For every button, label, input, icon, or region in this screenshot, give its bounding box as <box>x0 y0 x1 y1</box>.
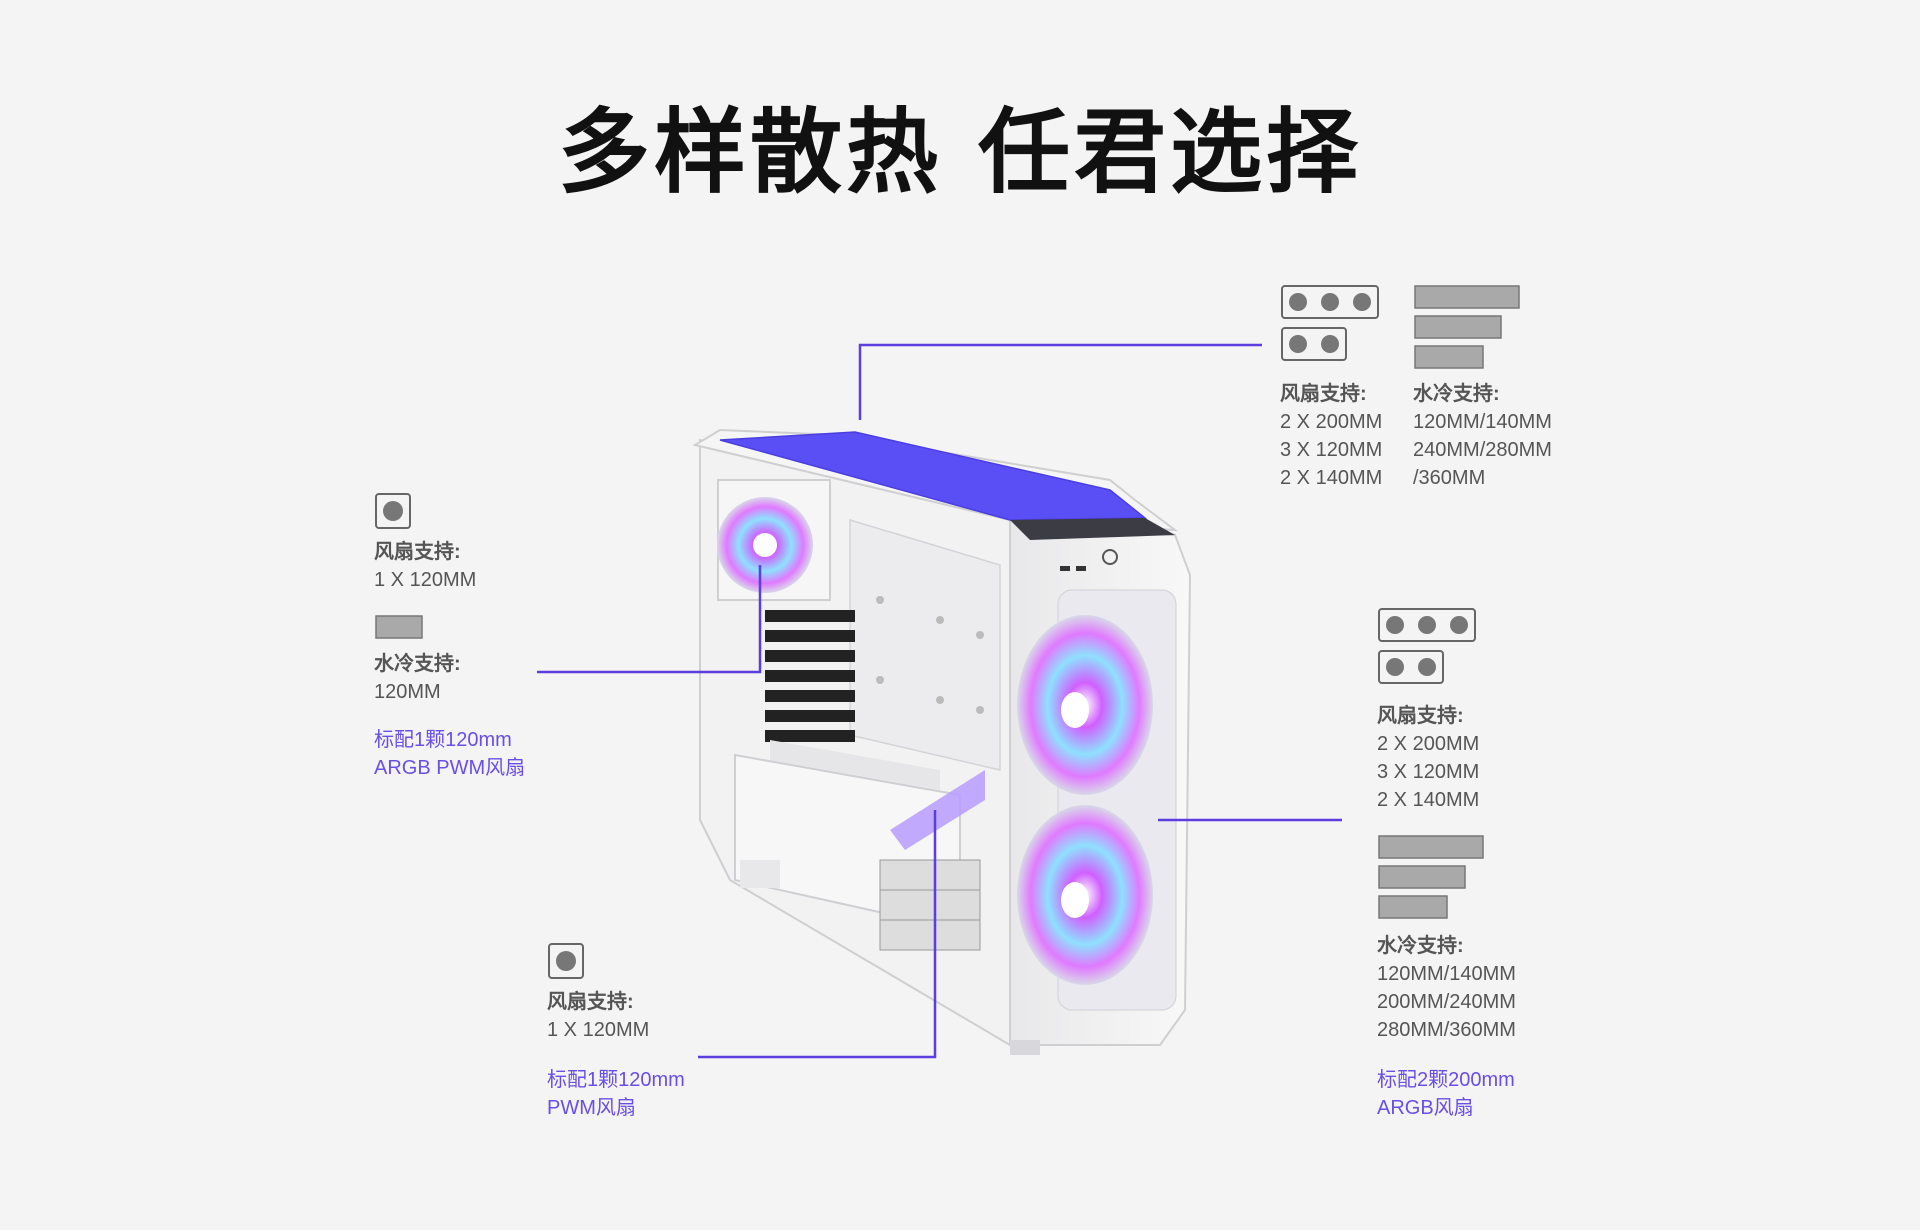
front-water-spec: 120MM/140MM <box>1377 963 1516 985</box>
page-title: 多样散热 任君选择 <box>557 99 1363 206</box>
rear-radiator-icon <box>374 614 424 640</box>
rear-included-fan: 标配1颗120mm ARGB PWM风扇 <box>374 726 525 782</box>
front-included-fans: 标配2颗200mm ARGB风扇 <box>1377 1066 1515 1122</box>
top-water-spec: 120MM/140MM <box>1413 411 1552 433</box>
top-radiator-area <box>719 431 1148 521</box>
front-fan-support: 风扇支持: 2 X 200MM 3 X 120MM 2 X 140MM <box>1377 702 1479 814</box>
callout-line-top <box>858 343 1262 420</box>
rear-fan-support: 风扇支持: 1 X 120MM <box>374 538 476 594</box>
front-water-spec: 280MM/360MM <box>1377 1019 1516 1041</box>
front-fan-label: 风扇支持: <box>1377 705 1464 727</box>
top-radiator-icons <box>1413 284 1523 378</box>
rear-fan-label: 风扇支持: <box>374 541 461 563</box>
pci-slots <box>765 610 855 742</box>
rear-fan-icon <box>374 492 412 530</box>
front-included-line: ARGB风扇 <box>1377 1097 1474 1119</box>
callout-line-bottom <box>698 810 937 1059</box>
top-water-spec: /360MM <box>1413 467 1486 489</box>
rear-included-line: ARGB PWM风扇 <box>374 757 526 779</box>
front-radiator-icons <box>1377 834 1487 928</box>
bottom-included-line: PWM风扇 <box>547 1097 636 1119</box>
front-water-label: 水冷支持: <box>1377 935 1464 957</box>
front-fan-spec: 2 X 200MM <box>1377 733 1480 755</box>
top-fan-spec: 2 X 200MM <box>1280 411 1383 433</box>
bottom-included-line: 标配1颗120mm <box>547 1069 685 1091</box>
top-fan-spec: 2 X 140MM <box>1280 467 1383 489</box>
top-fan-spec: 3 X 120MM <box>1280 439 1383 461</box>
bottom-fan-icon <box>547 942 585 980</box>
front-fan-spec: 3 X 120MM <box>1377 761 1480 783</box>
front-fan-spec: 2 X 140MM <box>1377 789 1480 811</box>
rear-water-support: 水冷支持: 120MM <box>374 650 461 706</box>
bottom-fan-support: 风扇支持: 1 X 120MM <box>547 988 649 1044</box>
front-water-support: 水冷支持: 120MM/140MM 200MM/240MM 280MM/360M… <box>1377 932 1516 1044</box>
top-water-label: 水冷支持: <box>1413 383 1500 405</box>
rear-fan-spec: 1 X 120MM <box>374 569 477 591</box>
rear-water-label: 水冷支持: <box>374 653 461 675</box>
top-water-support: 水冷支持: 120MM/140MM 240MM/280MM /360MM <box>1413 380 1552 492</box>
rear-water-spec: 120MM <box>374 681 441 703</box>
callout-line-rear <box>537 565 762 674</box>
top-fan-support: 风扇支持: 2 X 200MM 3 X 120MM 2 X 140MM <box>1280 380 1382 492</box>
bottom-included-fan: 标配1颗120mm PWM风扇 <box>547 1066 685 1122</box>
top-fan-label: 风扇支持: <box>1280 383 1367 405</box>
front-fan-icons <box>1377 607 1477 693</box>
top-fan-icons <box>1280 284 1380 370</box>
top-water-spec: 240MM/280MM <box>1413 439 1552 461</box>
front-included-line: 标配2颗200mm <box>1377 1069 1515 1091</box>
rear-included-line: 标配1颗120mm <box>374 729 512 751</box>
front-water-spec: 200MM/240MM <box>1377 991 1516 1013</box>
bottom-fan-spec: 1 X 120MM <box>547 1019 650 1041</box>
bottom-fan-label: 风扇支持: <box>547 991 634 1013</box>
